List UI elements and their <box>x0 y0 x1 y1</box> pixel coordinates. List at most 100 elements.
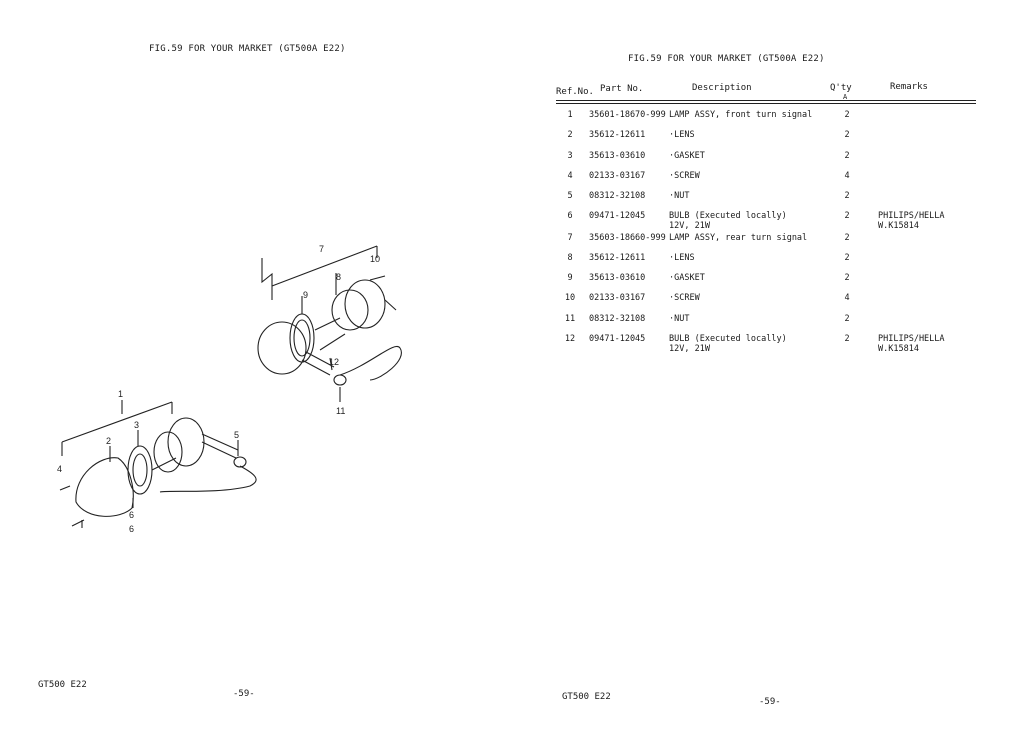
part-number: 35613-03610 <box>589 151 646 161</box>
footer-page-number: -59- <box>233 689 255 699</box>
quantity: 2 <box>844 130 850 140</box>
remarks-line-1: PHILIPS/HELLA <box>878 334 945 344</box>
description: ·NUT <box>669 314 690 324</box>
header-rule-top <box>556 100 976 101</box>
figure-title: FIG.59 FOR YOUR MARKET (GT500A E22) <box>149 44 346 54</box>
quantity: 2 <box>844 334 850 344</box>
left-page: FIG.59 FOR YOUR MARKET (GT500A E22) <box>38 44 402 699</box>
table-row: 9 35613-03610 ·GASKET 2 <box>512 273 1024 293</box>
description: BULB (Executed locally) 12V, 21W <box>669 211 787 231</box>
callout-9: 9 <box>303 290 308 300</box>
description-line-2: 12V, 21W <box>669 221 710 231</box>
ref-no: 9 <box>567 273 573 283</box>
footer-page-number: -59- <box>759 697 781 707</box>
part-number: 35612-12611 <box>589 253 646 263</box>
quantity: 2 <box>844 151 850 161</box>
description: ·NUT <box>669 191 690 201</box>
part-number: 08312-32108 <box>589 191 646 201</box>
quantity: 2 <box>844 253 850 263</box>
footer-model: GT500 E22 <box>38 680 87 690</box>
table-row: 6 09471-12045 BULB (Executed locally) 12… <box>512 211 1024 231</box>
table-row: 12 09471-12045 BULB (Executed locally) 1… <box>512 334 1024 354</box>
quantity: 4 <box>844 293 850 303</box>
quantity: 2 <box>844 233 850 243</box>
ref-no: 10 <box>564 293 576 303</box>
ref-no: 7 <box>567 233 573 243</box>
part-number: 35603-18660-999 <box>589 233 666 243</box>
ref-no: 5 <box>567 191 573 201</box>
description: BULB (Executed locally) 12V, 21W <box>669 334 787 354</box>
ref-no: 11 <box>564 314 576 324</box>
ref-no: 1 <box>567 110 573 120</box>
description: ·SCREW <box>669 171 700 181</box>
callout-12: 12 <box>329 357 339 367</box>
quantity: 2 <box>844 314 850 324</box>
part-number: 35613-03610 <box>589 273 646 283</box>
part-number: 09471-12045 <box>589 211 646 221</box>
remarks-line-2: W.K15814 <box>878 221 919 231</box>
description: ·LENS <box>669 253 695 263</box>
description-line-2: 12V, 21W <box>669 344 710 354</box>
ref-no: 4 <box>567 171 573 181</box>
callout-10: 10 <box>370 254 380 264</box>
header-qty: Q'ty <box>830 83 852 93</box>
description: ·LENS <box>669 130 695 140</box>
callout-7: 7 <box>319 244 324 254</box>
header-description: Description <box>692 83 752 93</box>
quantity: 4 <box>844 171 850 181</box>
ref-no: 12 <box>564 334 576 344</box>
ref-no: 8 <box>567 253 573 263</box>
part-number: 02133-03167 <box>589 171 646 181</box>
table-row: 3 35613-03610 ·GASKET 2 <box>512 151 1024 171</box>
table-row: 1 35601-18670-999 LAMP ASSY, front turn … <box>512 110 1024 130</box>
table-row: 11 08312-32108 ·NUT 2 <box>512 314 1024 334</box>
description: ·SCREW <box>669 293 700 303</box>
callout-6b: 6 <box>129 524 134 534</box>
description: LAMP ASSY, front turn signal <box>669 110 813 120</box>
quantity: 2 <box>844 110 850 120</box>
part-number: 08312-32108 <box>589 314 646 324</box>
callout-8: 8 <box>336 272 341 282</box>
part-number: 35601-18670-999 <box>589 110 666 120</box>
table-row: 4 02133-03167 ·SCREW 4 <box>512 171 1024 191</box>
callout-3: 3 <box>134 420 139 430</box>
remarks-line-1: PHILIPS/HELLA <box>878 211 945 221</box>
right-page: FIG.59 FOR YOUR MARKET (GT500A E22) Ref.… <box>512 0 1024 737</box>
remarks: PHILIPS/HELLA W.K15814 <box>878 334 945 354</box>
description: ·GASKET <box>669 151 705 161</box>
description-line-1: BULB (Executed locally) <box>669 334 787 344</box>
turn-signal-exploded-diagram: 1 2 3 4 5 6 6 7 8 9 10 11 12 <box>57 244 402 534</box>
remarks: PHILIPS/HELLA W.K15814 <box>878 211 945 231</box>
table-row: 7 35603-18660-999 LAMP ASSY, rear turn s… <box>512 233 1024 253</box>
quantity: 2 <box>844 191 850 201</box>
header-rule-bottom <box>556 103 976 104</box>
description: LAMP ASSY, rear turn signal <box>669 233 808 243</box>
callout-11: 11 <box>336 406 345 416</box>
callout-2: 2 <box>106 436 111 446</box>
table-row: 8 35612-12611 ·LENS 2 <box>512 253 1024 273</box>
header-qty-sub: A <box>843 93 848 101</box>
ref-no: 3 <box>567 151 573 161</box>
figure-title: FIG.59 FOR YOUR MARKET (GT500A E22) <box>628 54 825 64</box>
footer-model: GT500 E22 <box>562 692 611 702</box>
quantity: 2 <box>844 211 850 221</box>
table-row: 2 35612-12611 ·LENS 2 <box>512 130 1024 150</box>
part-number: 09471-12045 <box>589 334 646 344</box>
callout-6a: 6 <box>129 510 134 520</box>
part-number: 35612-12611 <box>589 130 646 140</box>
table-row: 10 02133-03167 ·SCREW 4 <box>512 293 1024 313</box>
description-line-1: BULB (Executed locally) <box>669 211 787 221</box>
remarks-line-2: W.K15814 <box>878 344 919 354</box>
callout-4: 4 <box>57 464 62 474</box>
callout-5: 5 <box>234 430 239 440</box>
description: ·GASKET <box>669 273 705 283</box>
quantity: 2 <box>844 273 850 283</box>
part-number: 02133-03167 <box>589 293 646 303</box>
header-ref-no: Ref.No. <box>556 87 594 97</box>
ref-no: 6 <box>567 211 573 221</box>
header-part-no: Part No. <box>600 84 644 94</box>
table-row: 5 08312-32108 ·NUT 2 <box>512 191 1024 211</box>
callout-1: 1 <box>118 389 123 399</box>
header-remarks: Remarks <box>890 82 928 92</box>
ref-no: 2 <box>567 130 573 140</box>
